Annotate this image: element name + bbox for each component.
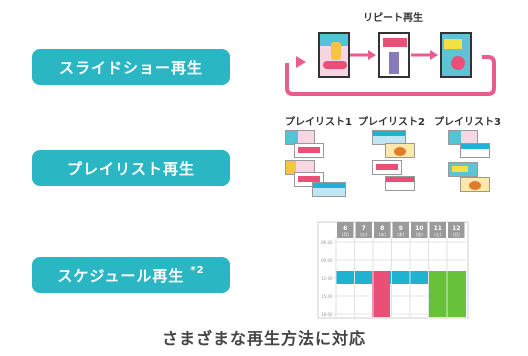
playlist-3-item xyxy=(448,130,478,145)
repeat-label: リピート再生 xyxy=(363,13,423,24)
schedule-day-label: 11 xyxy=(434,225,442,232)
playlist-3-label: プレイリスト3 xyxy=(434,117,501,128)
schedule-column-header xyxy=(411,222,428,238)
schedule-dow-label: (土) xyxy=(434,231,442,237)
poster-2-boot xyxy=(389,52,399,74)
schedule-footnote-mark: *2 xyxy=(190,264,205,276)
poster-1 xyxy=(318,32,350,78)
poster-2 xyxy=(378,32,410,78)
schedule-dow-label: (金) xyxy=(416,231,424,237)
schedule-column-header xyxy=(429,222,446,238)
repeat-loop-path xyxy=(285,55,496,96)
schedule-column-header xyxy=(392,222,409,238)
schedule-time-label: 06:00 xyxy=(321,240,333,245)
poster-3-bag xyxy=(451,56,465,70)
schedule-time-label: 18:00 xyxy=(321,312,333,317)
schedule-time-labels: 06:00 09:00 12:00 15:00 18:00 xyxy=(321,240,333,317)
schedule-dow-label: (木) xyxy=(397,231,405,237)
schedule-mode-pill: スケジュール再生 *2 xyxy=(32,257,230,293)
schedule-day-label: 8 xyxy=(380,225,384,232)
schedule-block-pink xyxy=(372,271,390,317)
playlist-3-item xyxy=(460,143,490,158)
playlist-1-item xyxy=(312,182,346,197)
schedule-mode-label: スケジュール再生 xyxy=(57,266,185,285)
slideshow-mode-label: スライドショー再生 xyxy=(58,58,203,77)
schedule-time-label: 09:00 xyxy=(321,258,333,263)
playlist-1-item xyxy=(294,143,324,158)
playlist-mode-label: プレイリスト再生 xyxy=(66,159,195,178)
schedule-column-header xyxy=(337,222,354,238)
schedule-column-header xyxy=(374,222,391,238)
poster-3 xyxy=(440,32,472,78)
arrow-1-2-head xyxy=(368,50,376,60)
slideshow-mode-pill: スライドショー再生 xyxy=(32,49,230,85)
schedule-dow-label: (日) xyxy=(453,232,461,237)
poster-1-figure xyxy=(331,42,341,60)
schedule-column-header xyxy=(355,222,372,238)
poster-2-sale-tag xyxy=(383,38,407,47)
schedule-dow-label: (月) xyxy=(342,232,350,237)
schedule-columns: 6(月) 7(火) 8(水) 9(木) 10(金) 11(土) 12(日) xyxy=(335,222,465,317)
schedule-time-label: 15:00 xyxy=(321,294,333,299)
schedule-day-label: 9 xyxy=(399,225,403,232)
poster-3-sale-tag xyxy=(444,39,462,49)
schedule-column-header xyxy=(448,222,465,238)
schedule-day-label: 6 xyxy=(343,225,347,232)
playlist-2-item xyxy=(385,176,415,191)
playlist-3-item xyxy=(448,162,478,177)
schedule-dow-label: (火) xyxy=(360,232,368,237)
poster-1-sale-tag xyxy=(323,61,347,69)
playlist-2-label: プレイリスト2 xyxy=(358,117,425,128)
schedule-time-label: 12:00 xyxy=(321,276,333,281)
schedule-day-label: 10 xyxy=(415,225,423,232)
playlist-2-item xyxy=(372,160,402,175)
poster-1-band xyxy=(320,34,348,46)
arrow-2-3-head xyxy=(430,50,438,60)
playlist-mode-pill: プレイリスト再生 xyxy=(32,150,230,186)
loop-arrow-head xyxy=(296,56,306,68)
playlist-3-item xyxy=(460,177,490,192)
caption: さまざまな再生方法に対応 xyxy=(161,329,366,348)
schedule-day-label: 12 xyxy=(452,225,460,232)
playlist-2-item xyxy=(385,143,415,158)
schedule-dow-label: (水) xyxy=(379,231,387,237)
playlist-1-label: プレイリスト1 xyxy=(285,117,352,128)
schedule-day-label: 7 xyxy=(362,225,366,232)
